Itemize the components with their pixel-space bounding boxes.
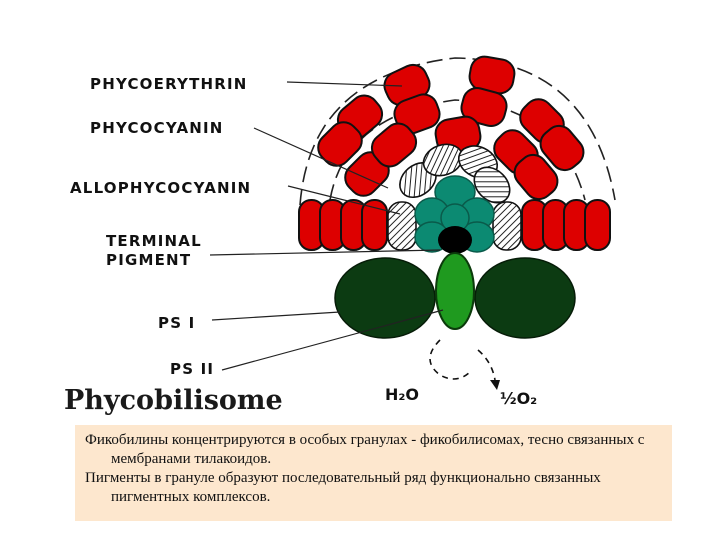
allophycocyanin-core <box>414 175 495 253</box>
leader-lines <box>209 81 444 371</box>
phycocyanin-group <box>387 143 522 251</box>
phycocyanin-disc <box>473 166 511 204</box>
phycocyanin-disc <box>387 201 417 251</box>
caption-box: Фикобилины концентрируются в особых гран… <box>75 425 672 521</box>
phycoerythrin-disc <box>370 122 418 168</box>
phycoerythrin-rods <box>298 199 611 251</box>
water-splitting-arrows <box>429 339 496 381</box>
ps1-right <box>474 257 576 339</box>
arrowhead-icon <box>490 380 500 390</box>
label-terminal: TERMINAL <box>106 232 202 250</box>
label-ps1: PS I <box>158 314 195 332</box>
ps2-center <box>435 252 475 330</box>
label-phycocyanin: PHYCOCYANIN <box>90 119 224 137</box>
terminal-pigment <box>438 226 472 254</box>
label-h2o: H₂O <box>385 385 419 404</box>
label-allophycocyanin: ALLOPHYCOCYANIN <box>70 179 251 197</box>
phycocyanin-disc <box>492 201 522 251</box>
phycoerythrin-disc <box>460 87 508 127</box>
phycoerythrin-disc <box>513 153 559 201</box>
label-pigment: PIGMENT <box>106 251 191 269</box>
rod-disc <box>584 199 611 251</box>
caption-paragraph-1: Фикобилины концентрируются в особых гран… <box>85 432 645 467</box>
caption-paragraph-2: Пигменты в грануле образуют последовател… <box>85 470 601 505</box>
phycoerythrin-disc <box>539 124 585 172</box>
label-phycoerythrin: PHYCOERYTHRIN <box>90 75 248 93</box>
phycoerythrin-disc <box>393 93 441 135</box>
label-ps2: PS II <box>170 360 214 378</box>
label-o2: ½O₂ <box>500 389 537 408</box>
ps1-left <box>334 257 436 339</box>
diagram-title: Phycobilisome <box>64 385 283 416</box>
rod-disc <box>361 199 388 251</box>
